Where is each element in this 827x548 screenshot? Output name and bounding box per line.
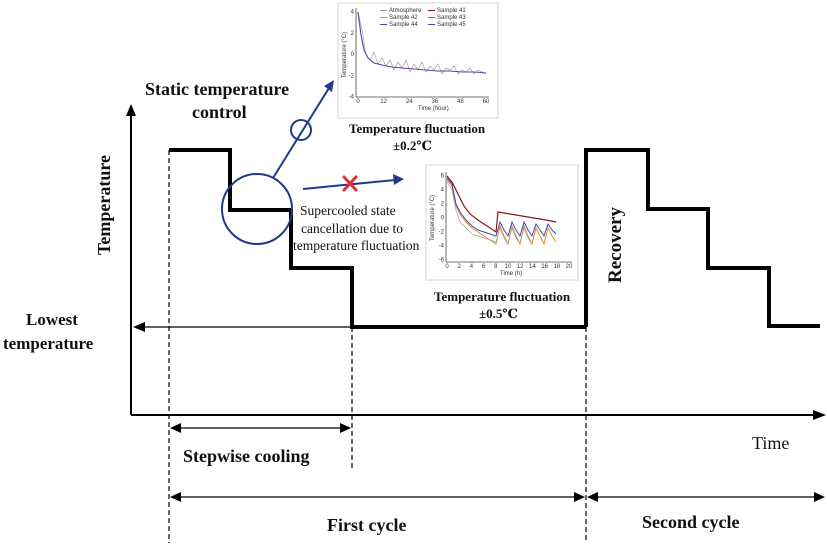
first-cycle-arrow-left — [170, 492, 181, 502]
inset-bottom-ytick: -2 — [439, 230, 445, 236]
static-arrow-head — [324, 80, 334, 92]
first-cycle-label: First cycle — [327, 515, 406, 535]
inset-top-ytick: -2 — [349, 73, 355, 79]
inset-bottom-xtick: 0 — [445, 264, 449, 270]
inset-chart-top: Temperature (°C) Time (hour) 4 2 0 -2 -4 0 12… — [337, 2, 499, 119]
lowest-temperature-arrowhead — [133, 322, 145, 332]
inset-bottom-ytick: -6 — [439, 258, 445, 264]
x-axis-label: Time — [752, 433, 789, 453]
inset-bottom-ytick: 0 — [441, 216, 445, 222]
cross-icon — [342, 175, 358, 192]
lowest-temperature-label-2: temperature — [3, 334, 94, 353]
stepwise-span-arrow-right — [340, 423, 351, 433]
inset-bottom-ylabel: Temperature (°C) — [430, 195, 436, 241]
inset-top-xtick: 48 — [457, 99, 464, 105]
inset-top-legend-label: Sample 45 — [437, 22, 466, 28]
stepwise-span-arrow-left — [170, 423, 181, 433]
lowest-temperature-label-1: Lowest — [26, 310, 78, 329]
inset-bottom-xtick: 12 — [517, 264, 524, 270]
inset-top-ytick: 4 — [351, 10, 355, 16]
inset-bottom-xtick: 10 — [505, 264, 512, 270]
fluct-large-label-1: Temperature fluctuation — [434, 289, 571, 304]
inset-bottom-xtick: 20 — [566, 264, 573, 270]
inset-top-xtick: 24 — [406, 99, 413, 105]
supercool-label-2: cancellation due to — [301, 221, 403, 236]
inset-bottom-ytick: -4 — [439, 244, 445, 250]
second-cycle-arrow-right — [814, 492, 825, 502]
inset-bottom-xtick: 6 — [482, 264, 486, 270]
inset-bottom-ytick: 2 — [441, 202, 445, 208]
temperature-profile-second-cycle — [584, 148, 820, 328]
inset-top-legend-label: Sample 44 — [389, 22, 418, 28]
inset-top-xtick: 36 — [431, 99, 438, 105]
recovery-label: Recovery — [605, 207, 626, 283]
temperature-profile-first-cycle — [169, 148, 586, 329]
inset-top-legend-label: Sample 41 — [437, 8, 466, 14]
fluctuation-arrow-head — [393, 174, 404, 185]
second-cycle-label: Second cycle — [642, 512, 739, 532]
static-control-label-1: Static temperature — [145, 79, 289, 99]
inset-top-ytick: 2 — [351, 31, 355, 37]
y-axis-label: Temperature — [94, 155, 114, 255]
fluct-large-label-2: ±0.5℃ — [479, 306, 518, 321]
inset-bottom-xlabel: Time (h) — [500, 271, 522, 277]
x-axis-arrowhead — [813, 410, 826, 420]
inset-top-ytick: 0 — [351, 52, 355, 58]
supercool-label-1: Supercooled state — [300, 203, 396, 218]
inset-top-ylabel: Temperature (°C) — [342, 32, 348, 78]
inset-bottom-ytick: 6 — [441, 174, 445, 180]
inset-bottom-xtick: 2 — [458, 264, 462, 270]
fluct-small-label-2: ±0.2℃ — [393, 138, 432, 153]
inset-top-gray-trace — [357, 11, 487, 75]
fluct-small-label-1: Temperature fluctuation — [349, 121, 486, 136]
static-ok-marker-icon — [290, 119, 312, 141]
inset-top-ytick: -4 — [349, 95, 355, 101]
inset-top-xtick: 0 — [356, 99, 360, 105]
inset-top-legend-label: Atmosphere — [389, 8, 422, 14]
y-axis-arrowhead — [126, 104, 136, 116]
inset-bottom-red-trace — [446, 175, 557, 234]
static-control-label-2: control — [192, 102, 247, 122]
inset-top-legend-label: Sample 43 — [437, 15, 466, 21]
focus-circle — [221, 173, 293, 245]
inset-bottom-xtick: 14 — [529, 264, 536, 270]
inset-top-xtick: 60 — [483, 99, 490, 105]
inset-bottom-xtick: 4 — [470, 264, 474, 270]
stepwise-cooling-label: Stepwise cooling — [183, 446, 310, 466]
first-cycle-arrow-right — [574, 492, 585, 502]
inset-bottom-gray-trace — [446, 181, 533, 245]
second-cycle-arrow-left — [587, 492, 598, 502]
inset-bottom-ytick: 4 — [441, 188, 445, 194]
inset-top-xlabel: Time (hour) — [418, 106, 449, 112]
inset-top-xtick: 12 — [380, 99, 387, 105]
inset-top-legend-label: Sample 42 — [389, 15, 418, 21]
inset-bottom-blue-trace — [446, 177, 557, 238]
inset-bottom-xtick: 8 — [494, 264, 498, 270]
static-arrow-line — [272, 87, 330, 179]
inset-bottom-xtick: 16 — [541, 264, 548, 270]
supercool-label-3: temperature fluctuation — [293, 238, 420, 253]
inset-bottom-xtick: 18 — [553, 264, 560, 270]
inset-top-purple-trace — [357, 11, 487, 74]
